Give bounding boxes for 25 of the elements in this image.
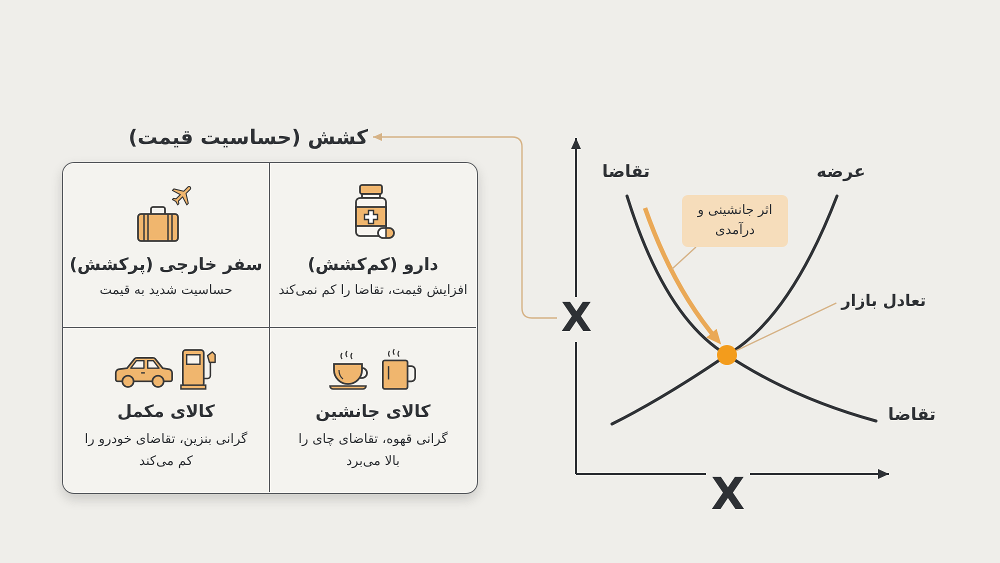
cell-description: افزایش قیمت، تقاضا را کم نمی‌کند (278, 282, 468, 300)
cell-heading: سفر خارجی (پرکشش) (70, 254, 262, 276)
comparison-panel (62, 162, 478, 494)
curved-arrow (642, 207, 722, 345)
grid-cell (63, 328, 270, 492)
axis-label: X (561, 298, 592, 338)
leader-line (736, 302, 837, 352)
curve-label: تقاضا (888, 404, 936, 427)
annotation-label: تعادل بازار (841, 289, 926, 313)
cell-heading: دارو (کم‌کشش) (308, 254, 438, 276)
cell-heading: کالای جانشین (316, 400, 430, 424)
grid-cell (63, 163, 270, 328)
curve-label: عرضه (816, 161, 866, 184)
leader-line (672, 246, 696, 270)
cell-description: گرانی قهوه، تقاضای چای را بالا می‌برد (297, 430, 449, 470)
cell-description: گرانی بنزین، تقاضای خودرو را کم می‌کند (84, 430, 248, 470)
equilibrium-dot (717, 345, 737, 365)
connector-arrow (373, 132, 557, 319)
cell-heading: کالای مکمل (117, 400, 215, 424)
cell-description: حساسیت شدید به قیمت (100, 282, 232, 300)
grid-cell (270, 163, 476, 328)
callout-box: اثر جانشینی و درآمدی (682, 195, 788, 247)
curve-label: تقاضا (602, 161, 650, 184)
section-heading: کشش (حساسیت قیمت) (128, 122, 368, 152)
axis-label: X (711, 473, 745, 517)
